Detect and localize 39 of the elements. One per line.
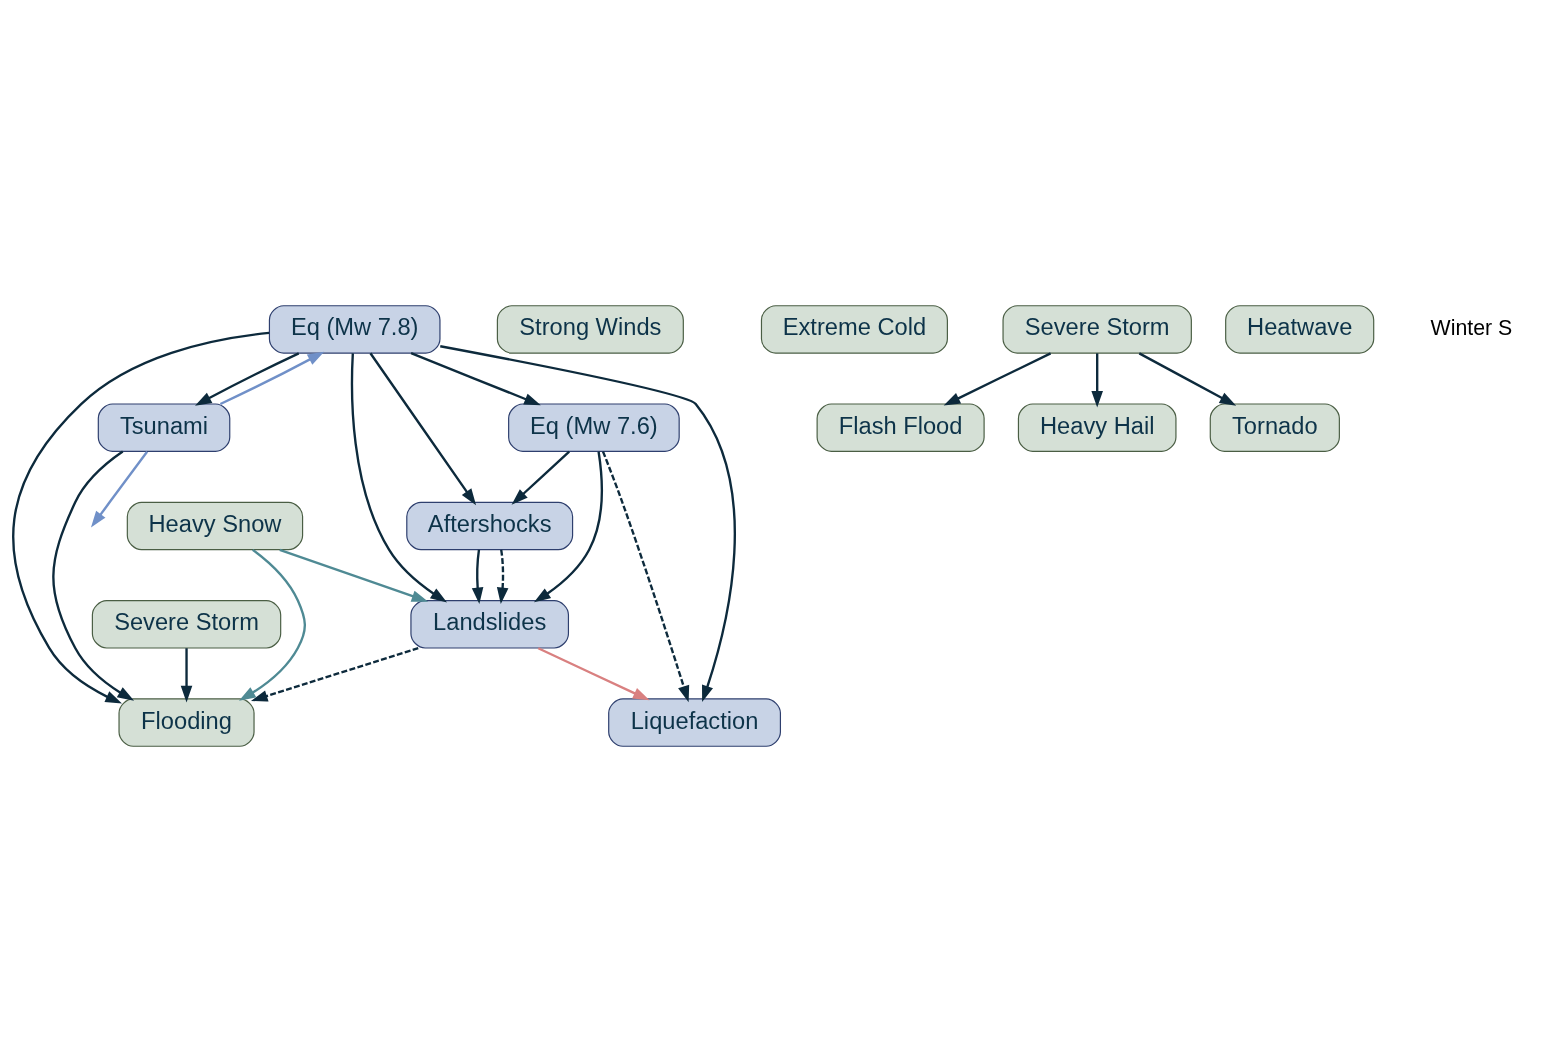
node-box: Flooding [118, 697, 255, 747]
arrow [496, 549, 509, 604]
label: Winter S [1430, 315, 1513, 340]
node-box: Heatwave [1225, 304, 1375, 354]
node-box: Eq (Mw 7.6) [508, 402, 680, 452]
arrow [534, 451, 603, 602]
arrow [471, 549, 484, 604]
arrow [238, 548, 306, 701]
node-box: Severe Storm [91, 599, 282, 649]
arrow [180, 647, 193, 702]
arrow [219, 351, 325, 405]
node-box: Heavy Hail [1017, 402, 1177, 452]
arrow [12, 331, 270, 704]
arrow [537, 646, 650, 700]
arrow [90, 450, 149, 528]
arrow [369, 352, 477, 505]
arrow [511, 450, 570, 505]
node-box: Heavy Snow [126, 501, 304, 550]
node-box: Eq (Mw 7.8) [268, 304, 441, 354]
arrow [440, 344, 736, 702]
arrow [943, 351, 1052, 406]
node-box: Flash Flood [816, 402, 985, 452]
node-box: Tornado [1209, 402, 1340, 452]
node-box: Extreme Cold [760, 304, 948, 354]
node-box: Liquefaction [608, 697, 781, 747]
arrow [1138, 351, 1237, 406]
arrow [601, 450, 690, 702]
arrow [350, 352, 448, 602]
node-box: Severe Storm [1002, 304, 1192, 354]
arrow [195, 351, 300, 406]
arrow [279, 548, 429, 602]
arrow [52, 450, 135, 701]
arrow [250, 646, 419, 702]
node-box: Aftershocks [406, 501, 574, 550]
node-box: Strong Winds [496, 304, 684, 354]
node-box: Tsunami [97, 402, 231, 452]
arrow [410, 351, 541, 405]
arrow [1091, 352, 1103, 408]
node-box: Landslides [410, 599, 570, 649]
